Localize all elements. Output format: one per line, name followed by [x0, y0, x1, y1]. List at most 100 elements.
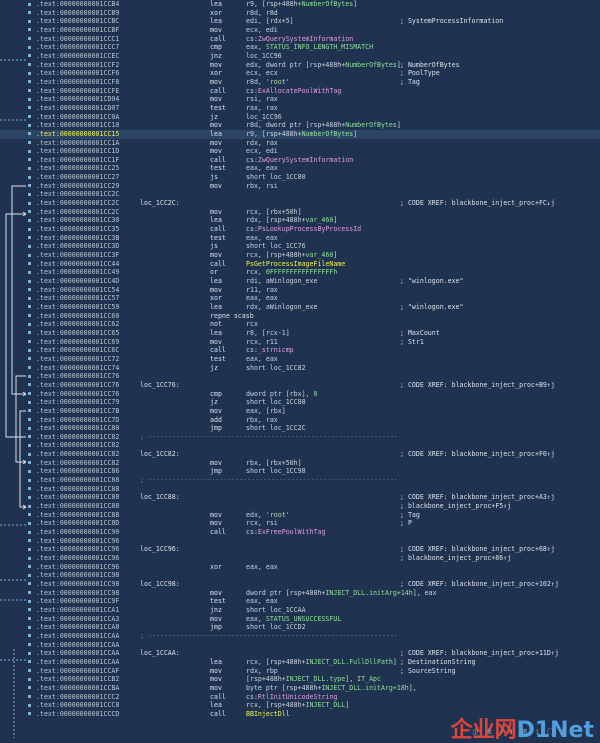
breakpoint-dot-icon[interactable]: [28, 97, 31, 101]
breakpoint-dot-icon[interactable]: [28, 89, 31, 93]
breakpoint-dot-icon[interactable]: [28, 643, 31, 647]
operand-fn[interactable]: RtlInitUnicodeString: [257, 692, 338, 701]
code-label[interactable]: loc_1CC96:: [140, 545, 180, 554]
breakpoint-dot-icon[interactable]: [28, 651, 31, 655]
code-label[interactable]: loc_1CC98:: [140, 579, 180, 588]
breakpoint-dot-icon[interactable]: [28, 141, 31, 144]
operand-fn[interactable]: _strnicmp: [257, 346, 294, 355]
breakpoint-dot-icon[interactable]: [28, 11, 31, 15]
breakpoint-dot-icon[interactable]: [28, 435, 31, 439]
breakpoint-dot-icon[interactable]: [28, 712, 31, 716]
breakpoint-dot-icon[interactable]: [28, 210, 31, 214]
breakpoint-dot-icon[interactable]: [28, 201, 31, 205]
breakpoint-dot-icon[interactable]: [28, 608, 31, 612]
breakpoint-dot-icon[interactable]: [28, 539, 31, 543]
breakpoint-dot-icon[interactable]: [28, 2, 31, 6]
breakpoint-dot-icon[interactable]: [28, 80, 31, 84]
breakpoint-dot-icon[interactable]: [28, 625, 31, 629]
listing-row[interactable]: .text:00000000001CC88; -----------------…: [0, 476, 600, 485]
listing-row[interactable]: .text:00000000001CC88: [0, 485, 600, 494]
listing-row[interactable]: .text:00000000001CC96; blackbone_inject_…: [0, 554, 600, 563]
breakpoint-dot-icon[interactable]: [28, 452, 31, 456]
breakpoint-dot-icon[interactable]: [28, 443, 31, 447]
code-label[interactable]: loc_1CC88:: [140, 493, 180, 502]
breakpoint-dot-icon[interactable]: [28, 383, 31, 387]
listing-row[interactable]: .text:00000000001CCAA: [0, 641, 600, 650]
breakpoint-dot-icon[interactable]: [28, 37, 31, 41]
breakpoint-dot-icon[interactable]: [28, 132, 31, 136]
breakpoint-dot-icon[interactable]: [28, 400, 31, 404]
breakpoint-dot-icon[interactable]: [28, 115, 31, 119]
breakpoint-dot-icon[interactable]: [28, 244, 31, 248]
listing-row[interactable]: .text:00000000001CC76: [0, 372, 600, 381]
breakpoint-dot-icon[interactable]: [28, 495, 31, 499]
breakpoint-dot-icon[interactable]: [28, 487, 31, 491]
breakpoint-dot-icon[interactable]: [28, 686, 31, 690]
breakpoint-dot-icon[interactable]: [28, 591, 31, 595]
breakpoint-dot-icon[interactable]: [28, 469, 31, 473]
breakpoint-dot-icon[interactable]: [28, 513, 31, 517]
breakpoint-dot-icon[interactable]: [28, 305, 31, 309]
breakpoint-dot-icon[interactable]: [28, 677, 31, 681]
code-label[interactable]: loc_1CC82:: [140, 450, 180, 459]
breakpoint-dot-icon[interactable]: [28, 270, 31, 274]
breakpoint-dot-icon[interactable]: [28, 192, 31, 196]
operand-hi[interactable]: BBInjectDll: [246, 709, 290, 718]
breakpoint-dot-icon[interactable]: [28, 703, 31, 707]
breakpoint-dot-icon[interactable]: [28, 478, 31, 482]
operand-fn[interactable]: ZwQuerySystemInformation: [257, 34, 354, 43]
breakpoint-dot-icon[interactable]: [28, 521, 31, 525]
breakpoint-dot-icon[interactable]: [28, 253, 31, 257]
breakpoint-dot-icon[interactable]: [28, 374, 31, 378]
breakpoint-dot-icon[interactable]: [28, 660, 31, 664]
breakpoint-dot-icon[interactable]: [28, 19, 31, 23]
breakpoint-dot-icon[interactable]: [28, 331, 31, 335]
breakpoint-dot-icon[interactable]: [28, 149, 31, 153]
breakpoint-dot-icon[interactable]: [28, 634, 31, 638]
breakpoint-dot-icon[interactable]: [28, 106, 31, 110]
breakpoint-dot-icon[interactable]: [28, 340, 31, 344]
breakpoint-dot-icon[interactable]: [28, 322, 31, 326]
breakpoint-dot-icon[interactable]: [28, 175, 31, 179]
breakpoint-dot-icon[interactable]: [28, 565, 31, 569]
listing-row[interactable]: .text:00000000001CC82: [0, 441, 600, 450]
listing-row[interactable]: .text:00000000001CC2C: [0, 190, 600, 199]
